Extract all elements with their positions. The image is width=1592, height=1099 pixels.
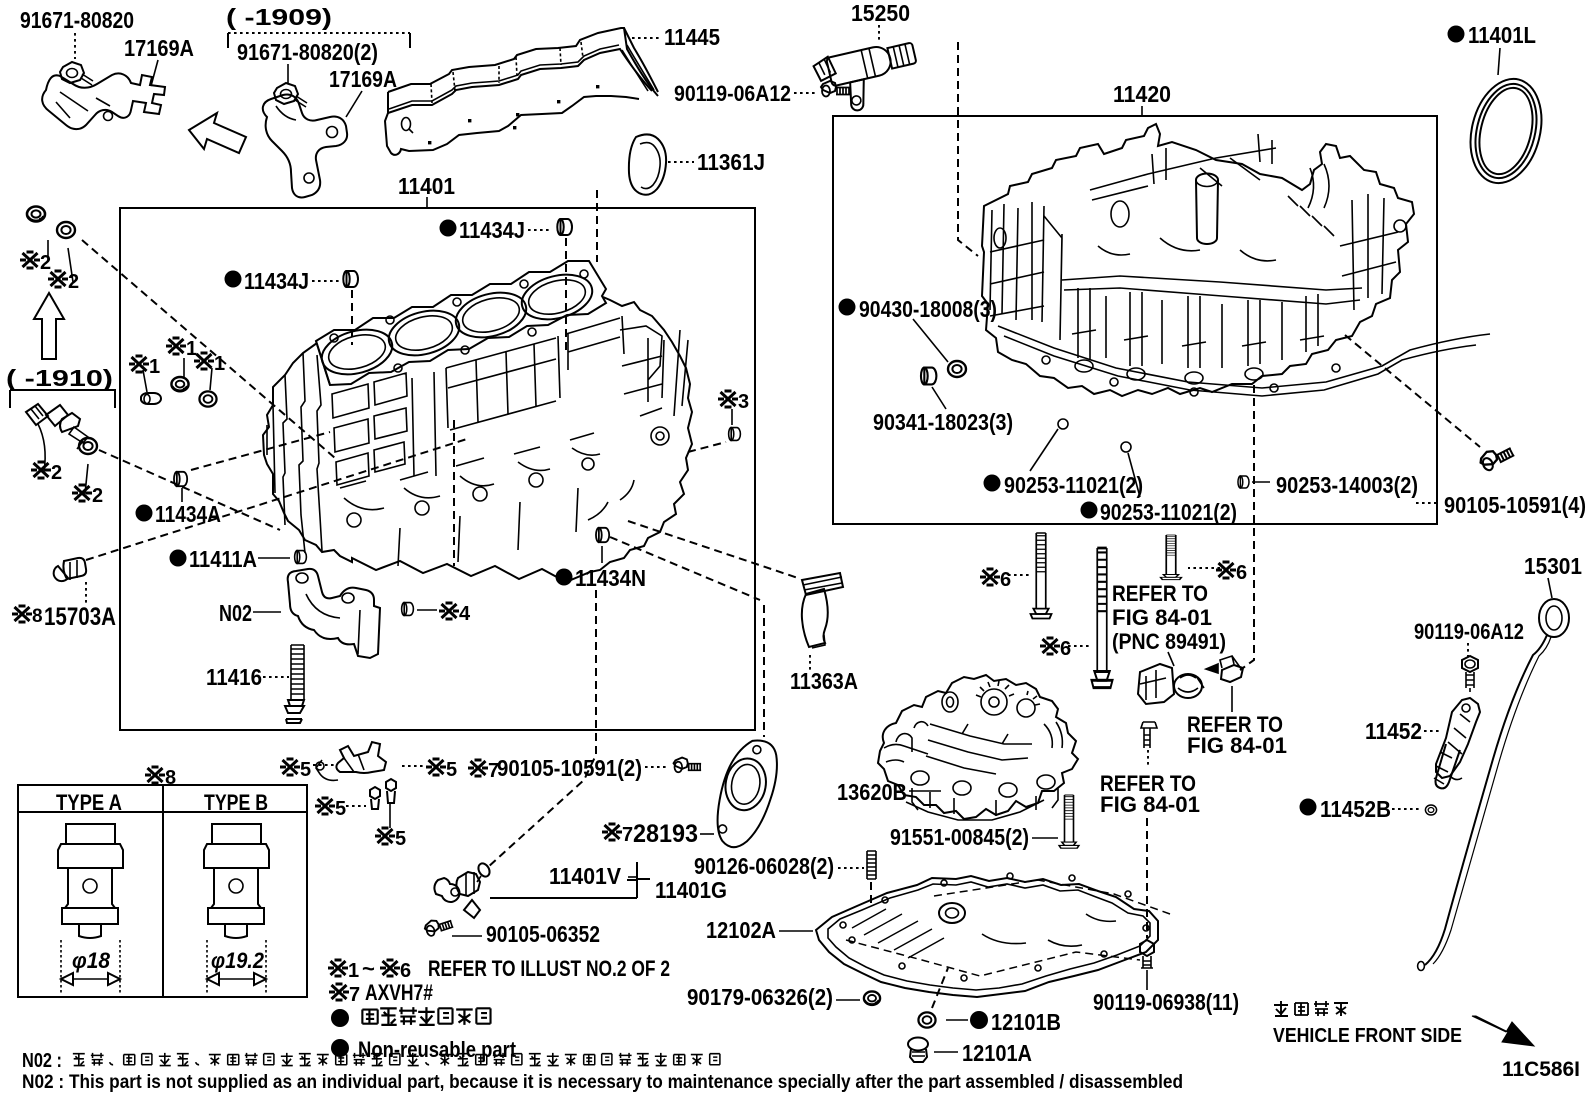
- svg-text:REFER TO: REFER TO: [1112, 581, 1208, 606]
- svg-text:11445: 11445: [664, 24, 720, 50]
- svg-text:8: 8: [165, 767, 176, 789]
- svg-text:5: 5: [335, 798, 346, 820]
- svg-text:11411A: 11411A: [189, 546, 257, 572]
- svg-text:11434A: 11434A: [155, 501, 221, 527]
- svg-text:VEHICLE FRONT SIDE: VEHICLE FRONT SIDE: [1273, 1025, 1462, 1047]
- svg-text:90119-06A12: 90119-06A12: [1414, 619, 1524, 644]
- svg-text:FIG 84-01: FIG 84-01: [1100, 792, 1200, 817]
- svg-text:1: 1: [214, 353, 225, 375]
- svg-text:11401V: 11401V: [549, 863, 622, 889]
- svg-text:REFER TO: REFER TO: [1187, 712, 1283, 737]
- svg-text:5: 5: [395, 828, 406, 850]
- svg-text:N02: N02: [219, 600, 252, 626]
- svg-text:7: 7: [622, 824, 633, 846]
- svg-text:11452B: 11452B: [1320, 796, 1391, 822]
- svg-text:90253-11021(2): 90253-11021(2): [1100, 499, 1237, 525]
- svg-text:90126-06028(2): 90126-06028(2): [694, 853, 834, 879]
- svg-text:6: 6: [1060, 638, 1071, 660]
- svg-text:~: ~: [362, 956, 375, 981]
- svg-text:15703A: 15703A: [44, 603, 116, 631]
- svg-text:3: 3: [738, 391, 749, 413]
- svg-text:11434N: 11434N: [575, 565, 646, 591]
- svg-text:11416: 11416: [206, 664, 262, 690]
- svg-text:( -1909): ( -1909): [226, 4, 332, 30]
- svg-text:11401L: 11401L: [1468, 22, 1536, 48]
- svg-text:90119-06A12: 90119-06A12: [674, 81, 791, 106]
- svg-text:2: 2: [68, 271, 79, 293]
- svg-text:7: 7: [349, 984, 360, 1006]
- svg-text:2: 2: [51, 462, 62, 484]
- svg-text:17169A: 17169A: [329, 66, 397, 92]
- svg-text:7: 7: [488, 760, 499, 782]
- svg-text:11420: 11420: [1113, 81, 1171, 107]
- svg-text:5: 5: [300, 759, 311, 781]
- svg-text:90105-10591(2): 90105-10591(2): [497, 755, 642, 781]
- svg-text:11363A: 11363A: [790, 668, 858, 694]
- svg-text:N02 : This part is not supplie: N02 : This part is not supplied as an in…: [22, 1072, 1183, 1093]
- svg-text:( -1910): ( -1910): [6, 365, 113, 391]
- svg-text:17169A: 17169A: [124, 35, 194, 61]
- svg-text:11401: 11401: [398, 173, 455, 199]
- svg-text:90179-06326(2): 90179-06326(2): [687, 984, 833, 1010]
- svg-text:11C586I: 11C586I: [1502, 1058, 1580, 1081]
- svg-text:AXVH7#: AXVH7#: [365, 980, 433, 1005]
- svg-text:5: 5: [446, 759, 457, 781]
- svg-text:TYPE B: TYPE B: [204, 790, 268, 815]
- svg-text:REFER TO: REFER TO: [1100, 771, 1196, 796]
- svg-text:11434J: 11434J: [459, 217, 525, 243]
- svg-text:4: 4: [459, 603, 471, 625]
- svg-text:90119-06938(11): 90119-06938(11): [1093, 989, 1239, 1015]
- svg-text:TYPE A: TYPE A: [56, 790, 122, 815]
- svg-text:1: 1: [149, 356, 160, 378]
- svg-text:13620B: 13620B: [837, 779, 907, 805]
- svg-text:90105-06352: 90105-06352: [486, 921, 600, 947]
- svg-text:28193: 28193: [633, 820, 698, 848]
- svg-text:FIG 84-01: FIG 84-01: [1187, 733, 1287, 758]
- svg-text:90253-14003(2): 90253-14003(2): [1276, 472, 1418, 498]
- svg-text:2: 2: [40, 252, 51, 274]
- svg-text:90105-10591(4): 90105-10591(4): [1444, 492, 1586, 518]
- svg-text:91671-80820(2): 91671-80820(2): [237, 39, 378, 65]
- svg-text:1: 1: [348, 960, 359, 982]
- svg-text:12102A: 12102A: [706, 917, 776, 943]
- svg-text:11361J: 11361J: [697, 149, 765, 175]
- svg-text:6: 6: [1000, 569, 1011, 591]
- svg-text:1: 1: [186, 338, 197, 360]
- svg-text:91671-80820: 91671-80820: [20, 7, 134, 33]
- svg-text:15301: 15301: [1524, 553, 1582, 579]
- svg-text:12101A: 12101A: [962, 1040, 1032, 1066]
- svg-text:11401G: 11401G: [655, 877, 727, 903]
- svg-text:8: 8: [32, 606, 43, 627]
- svg-text:11434J: 11434J: [244, 268, 309, 294]
- svg-text:Non-reusable part: Non-reusable part: [358, 1037, 517, 1062]
- svg-text:φ19.2: φ19.2: [211, 948, 265, 973]
- svg-text:12101B: 12101B: [991, 1009, 1061, 1035]
- svg-text:N02 :: N02 :: [22, 1050, 62, 1072]
- svg-text:REFER TO ILLUST NO.2 OF 2: REFER TO ILLUST NO.2 OF 2: [428, 956, 670, 981]
- svg-text:11452: 11452: [1365, 718, 1422, 744]
- svg-text:91551-00845(2): 91551-00845(2): [890, 824, 1029, 850]
- svg-text:φ18: φ18: [72, 948, 111, 973]
- svg-text:2: 2: [92, 485, 103, 507]
- svg-text:FIG 84-01: FIG 84-01: [1112, 605, 1212, 630]
- svg-text:90253-11021(2): 90253-11021(2): [1004, 472, 1143, 498]
- svg-text:90430-18008(3): 90430-18008(3): [859, 296, 997, 322]
- svg-text:6: 6: [400, 960, 411, 982]
- svg-text:90341-18023(3): 90341-18023(3): [873, 409, 1013, 435]
- svg-text:15250: 15250: [851, 0, 910, 26]
- svg-text:6: 6: [1236, 562, 1247, 584]
- svg-text:(PNC 89491): (PNC 89491): [1112, 629, 1226, 654]
